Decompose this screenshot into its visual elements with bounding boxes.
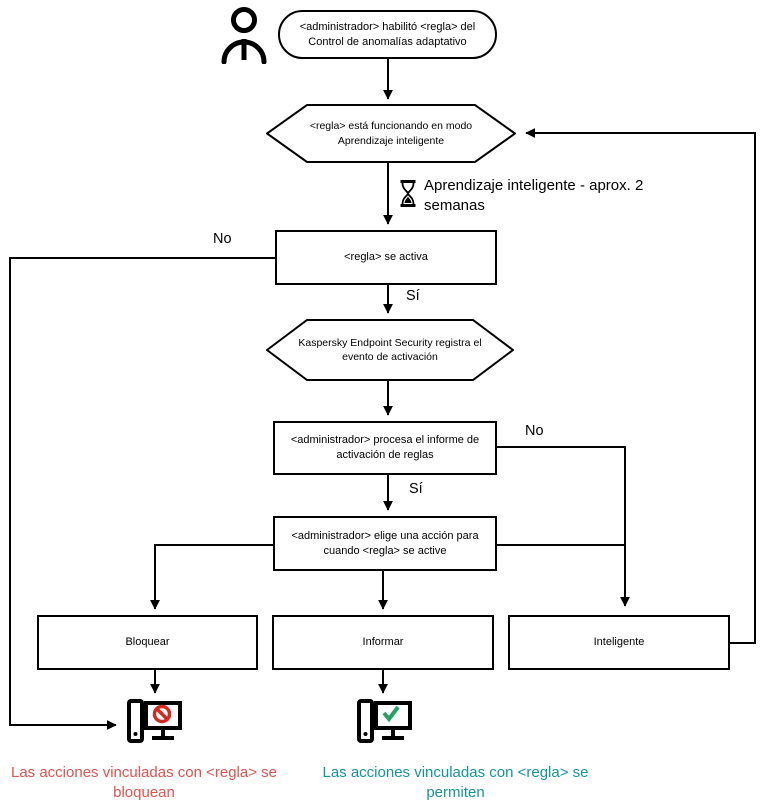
hexagon-shape: [266, 104, 516, 163]
node-start-label: <administrador> habilitó <regla> del Con…: [299, 20, 476, 48]
hexagon-shape: [266, 319, 514, 381]
node-learning-mode: <regla> está funcionando en modo Aprendi…: [266, 104, 516, 163]
node-block-label: Bloquear: [125, 636, 170, 649]
node-smart-label: Inteligente: [593, 636, 645, 649]
node-choose-action-label: <administrador> elige una acción para cu…: [291, 529, 479, 557]
edge-label-no-report: No: [525, 423, 544, 439]
node-smart: Inteligente: [508, 615, 730, 670]
node-event-logged-label: Kaspersky Endpoint Security registra el …: [298, 336, 482, 363]
learning-duration-note: Aprendizaje inteligente - aprox. 2 seman…: [424, 177, 644, 214]
blocked-computer-icon: [127, 699, 182, 743]
prohibition-sign: [152, 704, 172, 724]
node-learning-mode-label: <regla> está funcionando en modo Aprendi…: [309, 120, 473, 147]
allowed-computer-icon: [357, 699, 412, 743]
node-block: Bloquear: [37, 615, 258, 670]
edge-label-no-left: No: [213, 231, 232, 247]
edge-label-si-rule: Sí: [406, 288, 420, 304]
node-choose-action: <administrador> elige una acción para cu…: [273, 516, 497, 571]
node-process-report: <administrador> procesa el informe de ac…: [273, 421, 497, 475]
node-process-report-label: <administrador> procesa el informe de ac…: [290, 434, 480, 461]
node-inform-label: Informar: [362, 636, 404, 649]
node-start: <administrador> habilitó <regla> del Con…: [278, 10, 497, 59]
edge-label-si-report: Sí: [409, 481, 423, 497]
check-mark: [382, 705, 400, 723]
node-inform: Informar: [272, 615, 494, 670]
outcome-blocked-text: Las acciones vinculadas con <regla> se b…: [10, 764, 277, 801]
outcome-allowed-text: Las acciones vinculadas con <regla> se p…: [322, 764, 589, 801]
node-rule-triggers-label: <regla> se activa: [344, 251, 428, 264]
node-rule-triggers: <regla> se activa: [275, 230, 497, 285]
node-event-logged: Kaspersky Endpoint Security registra el …: [266, 319, 514, 381]
person-icon: [221, 7, 267, 64]
hourglass-icon: [400, 180, 416, 207]
